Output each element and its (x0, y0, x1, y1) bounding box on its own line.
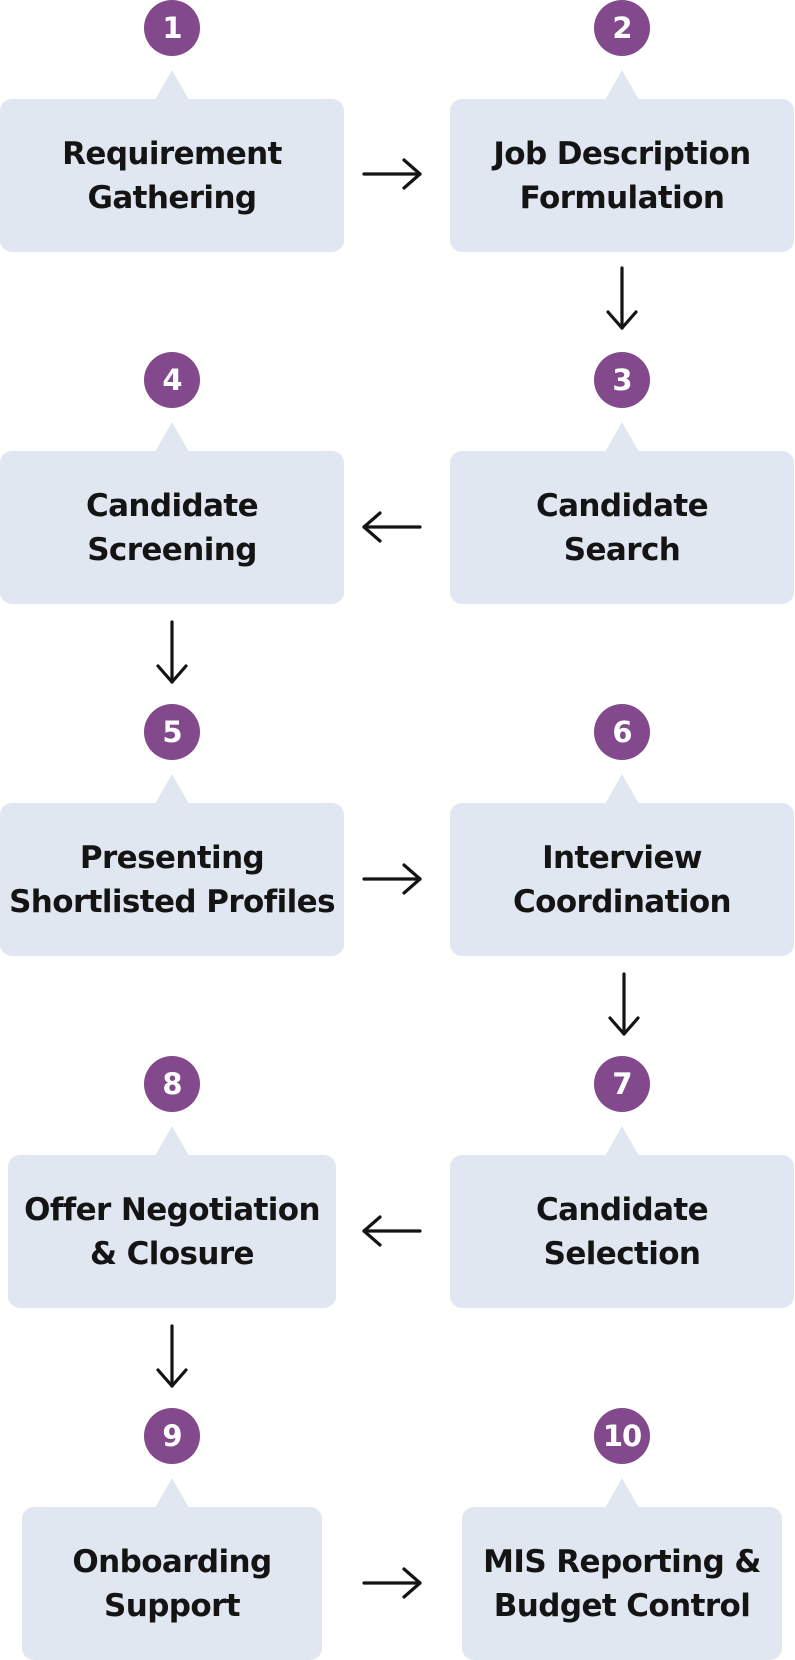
arrow-right-icon (362, 1561, 424, 1605)
step-label-line: Onboarding (72, 1543, 272, 1580)
step-number-badge: 5 (144, 704, 200, 760)
step-number-badge: 8 (144, 1056, 200, 1112)
step-label: MIS Reporting & Budget Control (483, 1540, 761, 1628)
step-number-badge: 7 (594, 1056, 650, 1112)
step-label: Interview Coordination (512, 836, 732, 924)
step-pointer (155, 774, 189, 804)
step-box: Presenting Shortlisted Profiles (0, 803, 344, 956)
step-pointer (605, 70, 639, 100)
step-label: Presenting Shortlisted Profiles (9, 836, 335, 924)
step-label-line: Selection (543, 1235, 701, 1272)
step-label-line: Offer Negotiation (24, 1191, 320, 1228)
step-label-line: Support (104, 1587, 241, 1624)
step-label-line: Coordination (512, 883, 732, 920)
step-label-line: Presenting (79, 839, 265, 876)
step-number-badge: 4 (144, 352, 200, 408)
step-number-badge: 6 (594, 704, 650, 760)
step-number-badge: 9 (144, 1408, 200, 1464)
step-label-line: Formulation (519, 179, 725, 216)
step-label: Onboarding Support (72, 1540, 272, 1628)
step-label-line: Requirement (62, 135, 282, 172)
step-box: Offer Negotiation & Closure (8, 1155, 336, 1308)
step-box: Requirement Gathering (0, 99, 344, 252)
step-pointer (605, 1126, 639, 1156)
step-label: Offer Negotiation & Closure (24, 1188, 320, 1276)
step-pointer (605, 422, 639, 452)
arrow-down-icon (600, 266, 644, 332)
arrow-left-icon (360, 1209, 422, 1253)
step-number-badge: 3 (594, 352, 650, 408)
step-box: MIS Reporting & Budget Control (462, 1507, 782, 1660)
step-number-badge: 10 (594, 1408, 650, 1464)
step-box: Candidate Search (450, 451, 794, 604)
step-label: Candidate Screening (85, 484, 259, 572)
step-label: Candidate Search (535, 484, 709, 572)
step-pointer (605, 1478, 639, 1508)
arrow-right-icon (362, 152, 424, 196)
arrow-left-icon (360, 505, 422, 549)
step-pointer (155, 1126, 189, 1156)
step-box: Candidate Screening (0, 451, 344, 604)
step-label-line: Gathering (87, 179, 257, 216)
arrow-right-icon (362, 857, 424, 901)
step-label-line: MIS Reporting & (483, 1543, 761, 1580)
step-label-line: Budget Control (493, 1587, 751, 1624)
step-label-line: Shortlisted Profiles (9, 883, 335, 920)
step-box: Onboarding Support (22, 1507, 322, 1660)
step-pointer (155, 70, 189, 100)
step-label-line: Job Description (493, 135, 751, 172)
step-pointer (605, 774, 639, 804)
step-label-line: Candidate (85, 487, 259, 524)
step-label-line: Candidate (535, 487, 709, 524)
step-label: Job Description Formulation (493, 132, 751, 220)
step-label-line: Candidate (535, 1191, 709, 1228)
step-box: Candidate Selection (450, 1155, 794, 1308)
step-label-line: Interview (542, 839, 702, 876)
step-number-badge: 2 (594, 0, 650, 56)
step-box: Job Description Formulation (450, 99, 794, 252)
step-label: Candidate Selection (535, 1188, 709, 1276)
step-label-line: Screening (87, 531, 257, 568)
step-label-line: Search (563, 531, 681, 568)
arrow-down-icon (602, 972, 646, 1038)
step-box: Interview Coordination (450, 803, 794, 956)
step-pointer (155, 1478, 189, 1508)
step-label: Requirement Gathering (62, 132, 282, 220)
arrow-down-icon (150, 620, 194, 686)
arrow-down-icon (150, 1324, 194, 1390)
step-pointer (155, 422, 189, 452)
step-label-line: & Closure (90, 1235, 255, 1272)
step-number-badge: 1 (144, 0, 200, 56)
